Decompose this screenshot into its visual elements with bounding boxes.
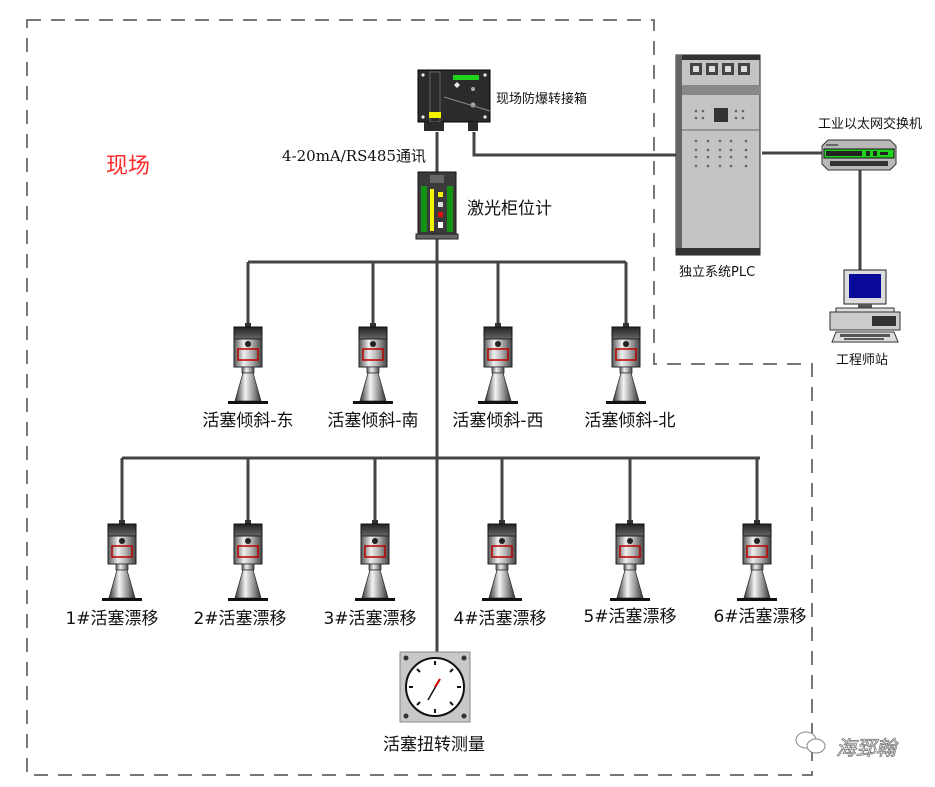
radar-sensor-icon — [227, 519, 269, 602]
radar-sensor-icon — [736, 519, 778, 602]
tilt-sensor-south — [352, 322, 394, 405]
radar-sensor-icon — [354, 519, 396, 602]
torsion-gauge-label: 活塞扭转测量 — [383, 735, 485, 755]
watermark-text: 海郅翰 — [836, 736, 899, 760]
radar-sensor-icon — [609, 519, 651, 602]
plc-label: 独立系统PLC — [679, 265, 755, 280]
plc-cabinet-icon — [675, 54, 761, 256]
radar-sensor-icon — [481, 519, 523, 602]
explosion-proof-junction-box-icon — [417, 69, 491, 131]
drift-sensor-2 — [227, 519, 269, 602]
drift-sensor-label: 4#活塞漂移 — [453, 609, 546, 629]
junction-box-label: 现场防爆转接箱 — [496, 91, 587, 107]
tilt-sensor-label: 活塞倾斜-西 — [452, 411, 543, 431]
wiring — [120, 132, 862, 655]
tilt-sensor-label: 活塞倾斜-东 — [202, 411, 293, 431]
workstation-label: 工程师站 — [836, 353, 888, 368]
field-zone-boundary — [26, 19, 813, 776]
drift-sensor-label: 5#活塞漂移 — [583, 607, 676, 627]
radar-sensor-icon — [101, 519, 143, 602]
radar-sensor-icon — [227, 322, 269, 405]
drift-sensor-label: 1#活塞漂移 — [65, 609, 158, 629]
tilt-sensor-west — [477, 322, 519, 405]
dial-gauge-icon — [399, 651, 471, 723]
drift-sensor-3 — [354, 519, 396, 602]
communication-label: 4-20mA/RS485通讯 — [282, 147, 426, 165]
radar-sensor-icon — [605, 322, 647, 405]
zone-label: 现场 — [106, 154, 150, 179]
drift-sensor-6 — [736, 519, 778, 602]
tilt-sensor-label: 活塞倾斜-北 — [584, 411, 675, 431]
laser-level-meter-icon — [415, 171, 459, 240]
wire-junction-to-plc — [472, 132, 678, 157]
tilt-sensor-label: 活塞倾斜-南 — [327, 411, 418, 431]
drift-sensor-label: 3#活塞漂移 — [323, 609, 416, 629]
drift-sensor-4 — [481, 519, 523, 602]
tilt-sensor-north — [605, 322, 647, 405]
laser-meter-label: 激光柜位计 — [467, 199, 552, 219]
drift-sensor-5 — [609, 519, 651, 602]
drift-sensor-1 — [101, 519, 143, 602]
radar-sensor-icon — [477, 322, 519, 405]
drift-sensor-label: 2#活塞漂移 — [193, 609, 286, 629]
tilt-sensor-east — [227, 322, 269, 405]
drift-sensor-group — [101, 519, 778, 602]
ethernet-switch-icon — [821, 139, 897, 171]
radar-sensor-icon — [352, 322, 394, 405]
engineer-workstation-icon — [829, 269, 901, 343]
switch-label: 工业以太网交换机 — [818, 116, 922, 132]
drift-sensor-label: 6#活塞漂移 — [713, 607, 806, 627]
wechat-icon — [795, 731, 826, 754]
